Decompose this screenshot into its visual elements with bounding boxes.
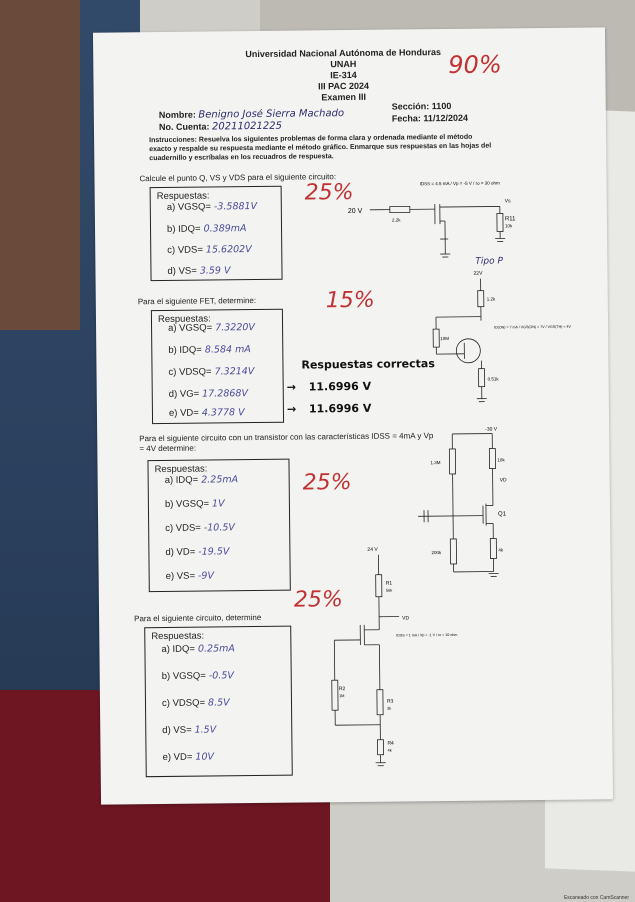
circuit3-vd: VD xyxy=(500,477,507,483)
problem3-answer-box: Respuestas: a) IDQ=2.25mA b) VGSQ=1V c) … xyxy=(147,458,291,593)
circuit1-params: IDSS = 4.5 mA / Vp = -5 V / ro = 30 ohm xyxy=(420,180,500,186)
answer-row: b) IDQ=0.389mA xyxy=(166,223,247,235)
exam-paper: Universidad Nacional Autónoma de Hondura… xyxy=(92,27,614,805)
circuit4-diagram: 24 V R1 56k R2 1M R3 2k R4 4k VD IDSS = … xyxy=(331,547,457,767)
problem2-answer-box: Respuestas: a) VGSQ=7.3220V b) IDQ=8.584… xyxy=(150,308,285,425)
account-label: No. Cuenta: xyxy=(158,121,210,133)
answer-row: b) VGSQ=-0.5V xyxy=(161,670,234,683)
circuit4-r4-val: 4k xyxy=(387,748,391,753)
circuit3-r4: 4k xyxy=(498,547,504,552)
answer-row: e) VS=-9V xyxy=(165,570,215,582)
name-label: Nombre: xyxy=(158,109,196,121)
answer-row: c) VDS=15.6202V xyxy=(167,244,252,256)
circuit1-note: Tipo P xyxy=(475,256,503,266)
circuit4-r1-val: 56k xyxy=(386,588,393,593)
problem1-answer-box: Respuestas: a) VGSQ=-3.5881V b) IDQ=0.38… xyxy=(149,185,283,282)
arrow-icon: → xyxy=(286,380,296,394)
account-value: 20211021225 xyxy=(211,120,283,133)
circuit3-supply: -30 V xyxy=(485,426,498,432)
circuit1-rgate: 2.2k xyxy=(392,217,401,222)
answer-box-title: Respuestas: xyxy=(154,463,208,476)
circuit4-vd: VD xyxy=(402,615,409,621)
circuit1-r11: R11 xyxy=(505,216,516,222)
answer-row: c) VDS=-10.5V xyxy=(165,522,235,534)
section-label: Sección: 1100 xyxy=(391,100,452,112)
circuit3-r2: 18k xyxy=(497,457,505,462)
problem3-prompt: Para el siguiente circuito con un transi… xyxy=(139,431,434,454)
circuit4-supply: 24 V xyxy=(367,547,378,553)
scanner-footer: Escaneado con CamScanner xyxy=(563,895,629,901)
answer-row: a) IDQ=2.25mA xyxy=(164,474,239,486)
circuit1-supply: 20 V xyxy=(348,208,363,215)
answer-row: d) VG=17.2868V xyxy=(168,388,248,400)
problem2-score: 15% xyxy=(325,287,375,314)
problem3-score: 25% xyxy=(302,470,352,496)
circuit2-params: ID(ON) = 7 mA / VGS(ON) = 7V / VGS(TH) =… xyxy=(494,325,571,330)
answer-box-title: Respuestas: xyxy=(156,190,210,203)
answer-row: a) VGSQ=7.3220V xyxy=(168,322,255,334)
circuit3-r3: 200k xyxy=(431,550,442,555)
circuit4-r3: R3 xyxy=(387,699,394,705)
answer-row: b) IDQ=8.584 mA xyxy=(168,344,251,356)
grade-mark: 90% xyxy=(448,50,502,79)
answer-box-title: Respuestas: xyxy=(151,630,205,643)
answer-row: a) VGSQ=-3.5881V xyxy=(166,200,258,213)
circuit4-r3-val: 2k xyxy=(387,706,391,711)
instructions: Instrucciones: Resuelva los siguientes p… xyxy=(149,133,492,163)
answer-row: c) VDSQ=7.3214V xyxy=(168,366,255,378)
chair-background xyxy=(0,0,80,330)
circuit2-rsrc: 0.51k xyxy=(488,376,500,381)
circuit3-diagram: -30 V 1.3M 18k 200k 4k VD Q1 xyxy=(418,426,507,577)
correct-answers-title: Respuestas correctas xyxy=(301,357,435,372)
circuit1-vs: Vs xyxy=(505,198,511,204)
circuit4-r4: R4 xyxy=(387,741,394,747)
answer-row: d) VS=1.5V xyxy=(162,724,217,737)
circuit2-rgate: 10M xyxy=(440,336,449,341)
answer-row: c) VDSQ=8.5V xyxy=(161,697,230,710)
correct-value: 11.6996 V xyxy=(308,379,372,394)
circuit2-supply: 22V xyxy=(473,271,483,277)
circuit4-r2-val: 1M xyxy=(339,693,345,698)
problem4-prompt: Para el siguiente circuito, determine xyxy=(134,612,262,624)
circuit4-r1: R1 xyxy=(386,581,393,587)
arrow-icon: → xyxy=(286,402,297,416)
circuit4-params: IDSS = 1 mA / Vp = -1 V / ro = 10 ohm xyxy=(396,633,457,638)
circuit3-r1: 1.3M xyxy=(430,460,440,465)
circuit4-r2: R2 xyxy=(339,686,346,692)
name-value: Benigno José Sierra Machado xyxy=(198,108,345,121)
correct-value: 11.6996 V xyxy=(308,401,372,416)
answer-row: d) VS=3.59 V xyxy=(167,265,231,277)
circuit1-r11-val: 10k xyxy=(505,223,513,228)
answer-row: a) IDQ=0.25mA xyxy=(161,643,235,656)
answer-row: e) VD=4.3778 V xyxy=(168,407,245,419)
answer-row: d) VD=-19.5V xyxy=(165,546,230,558)
circuit2-diagram: 22V 1.2k 10M 0.51k ID(ON) = 7 mA / VGS(O… xyxy=(432,271,571,403)
problem2-prompt: Para el siguiente FET, determine: xyxy=(137,296,257,307)
answer-row: b) VGSQ=1V xyxy=(164,498,225,510)
circuit2-rtop: 1.2k xyxy=(487,296,496,301)
date-label: Fecha: 11/12/2024 xyxy=(391,112,468,124)
circuit3-q: Q1 xyxy=(498,511,507,517)
circuit1-diagram: 20 V 2.2k R11 10k Vs IDSS = 4.5 mA / Vp … xyxy=(348,180,516,266)
problem4-answer-box: Respuestas: a) IDQ=0.25mA b) VGSQ=-0.5V … xyxy=(144,625,293,778)
answer-row: e) VD=10V xyxy=(162,751,215,764)
